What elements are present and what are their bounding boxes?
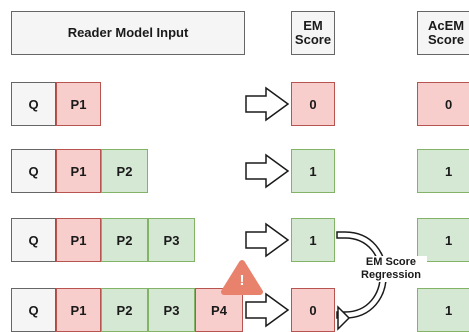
em-score-value: 1 <box>309 163 317 179</box>
passage-label: P1 <box>70 163 87 179</box>
passage-box-p1: P1 <box>56 149 101 193</box>
em-score-header-line1: EM <box>303 18 323 33</box>
passage-box-p3: P3 <box>148 288 195 332</box>
regression-arrowhead-icon <box>337 305 351 331</box>
em-score-regression-label: EM Score Regression <box>355 256 427 282</box>
em-score-value: 0 <box>309 96 317 112</box>
warning-exclamation: ! <box>239 272 245 289</box>
acem-score-header: AcEM Score <box>417 11 469 55</box>
passage-label: P1 <box>70 96 87 112</box>
query-label: Q <box>28 232 39 248</box>
passage-box-p4: P4 <box>195 288 243 332</box>
em-score-value: 1 <box>309 232 317 248</box>
right-arrow-icon <box>245 292 290 328</box>
em-score-box: 1 <box>291 218 335 262</box>
acem-score-header-line1: AcEM <box>428 18 465 33</box>
passage-box-p1: P1 <box>56 218 101 262</box>
acem-score-box: 1 <box>417 218 469 262</box>
em-score-box: 1 <box>291 149 335 193</box>
query-box: Q <box>11 288 56 332</box>
em-score-header: EM Score <box>291 11 335 55</box>
passage-box-p2: P2 <box>101 218 148 262</box>
query-label: Q <box>28 163 39 179</box>
right-arrow-icon <box>245 153 290 189</box>
acem-score-value: 1 <box>445 302 453 318</box>
acem-score-header-line2: Score <box>428 32 465 47</box>
reader-model-input-header: Reader Model Input <box>11 11 245 55</box>
regression-label-line2: Regression <box>361 269 421 281</box>
right-arrow-icon <box>245 86 290 122</box>
acem-score-box: 1 <box>417 149 469 193</box>
warning-icon <box>221 260 263 295</box>
acem-score-box: 0 <box>417 82 469 126</box>
passage-box-p2: P2 <box>101 149 148 193</box>
query-label: Q <box>28 96 39 112</box>
query-box: Q <box>11 82 56 126</box>
passage-label: P2 <box>116 232 133 248</box>
em-score-value: 0 <box>309 302 317 318</box>
passage-label: P1 <box>70 302 87 318</box>
query-box: Q <box>11 149 56 193</box>
passage-label: P1 <box>70 232 87 248</box>
passage-label: P2 <box>116 302 133 318</box>
em-score-header-line2: Score <box>294 32 332 47</box>
passage-box-p1: P1 <box>56 288 101 332</box>
passage-box-p3: P3 <box>148 218 195 262</box>
regression-label-line1: EM Score <box>365 256 417 268</box>
acem-score-value: 1 <box>445 163 453 179</box>
passage-label: P4 <box>211 302 227 318</box>
passage-label: P3 <box>163 302 180 318</box>
query-label: Q <box>28 302 39 318</box>
passage-label: P2 <box>116 163 133 179</box>
acem-score-value: 0 <box>445 96 453 112</box>
acem-score-value: 1 <box>445 232 453 248</box>
passage-box-p1: P1 <box>56 82 101 126</box>
em-score-box: 0 <box>291 288 335 332</box>
query-box: Q <box>11 218 56 262</box>
acem-score-box: 1 <box>417 288 469 332</box>
em-score-box: 0 <box>291 82 335 126</box>
passage-label: P3 <box>163 232 180 248</box>
reader-model-input-label: Reader Model Input <box>67 25 189 40</box>
regression-curve-arrow-icon <box>336 231 387 319</box>
right-arrow-icon <box>245 222 290 258</box>
